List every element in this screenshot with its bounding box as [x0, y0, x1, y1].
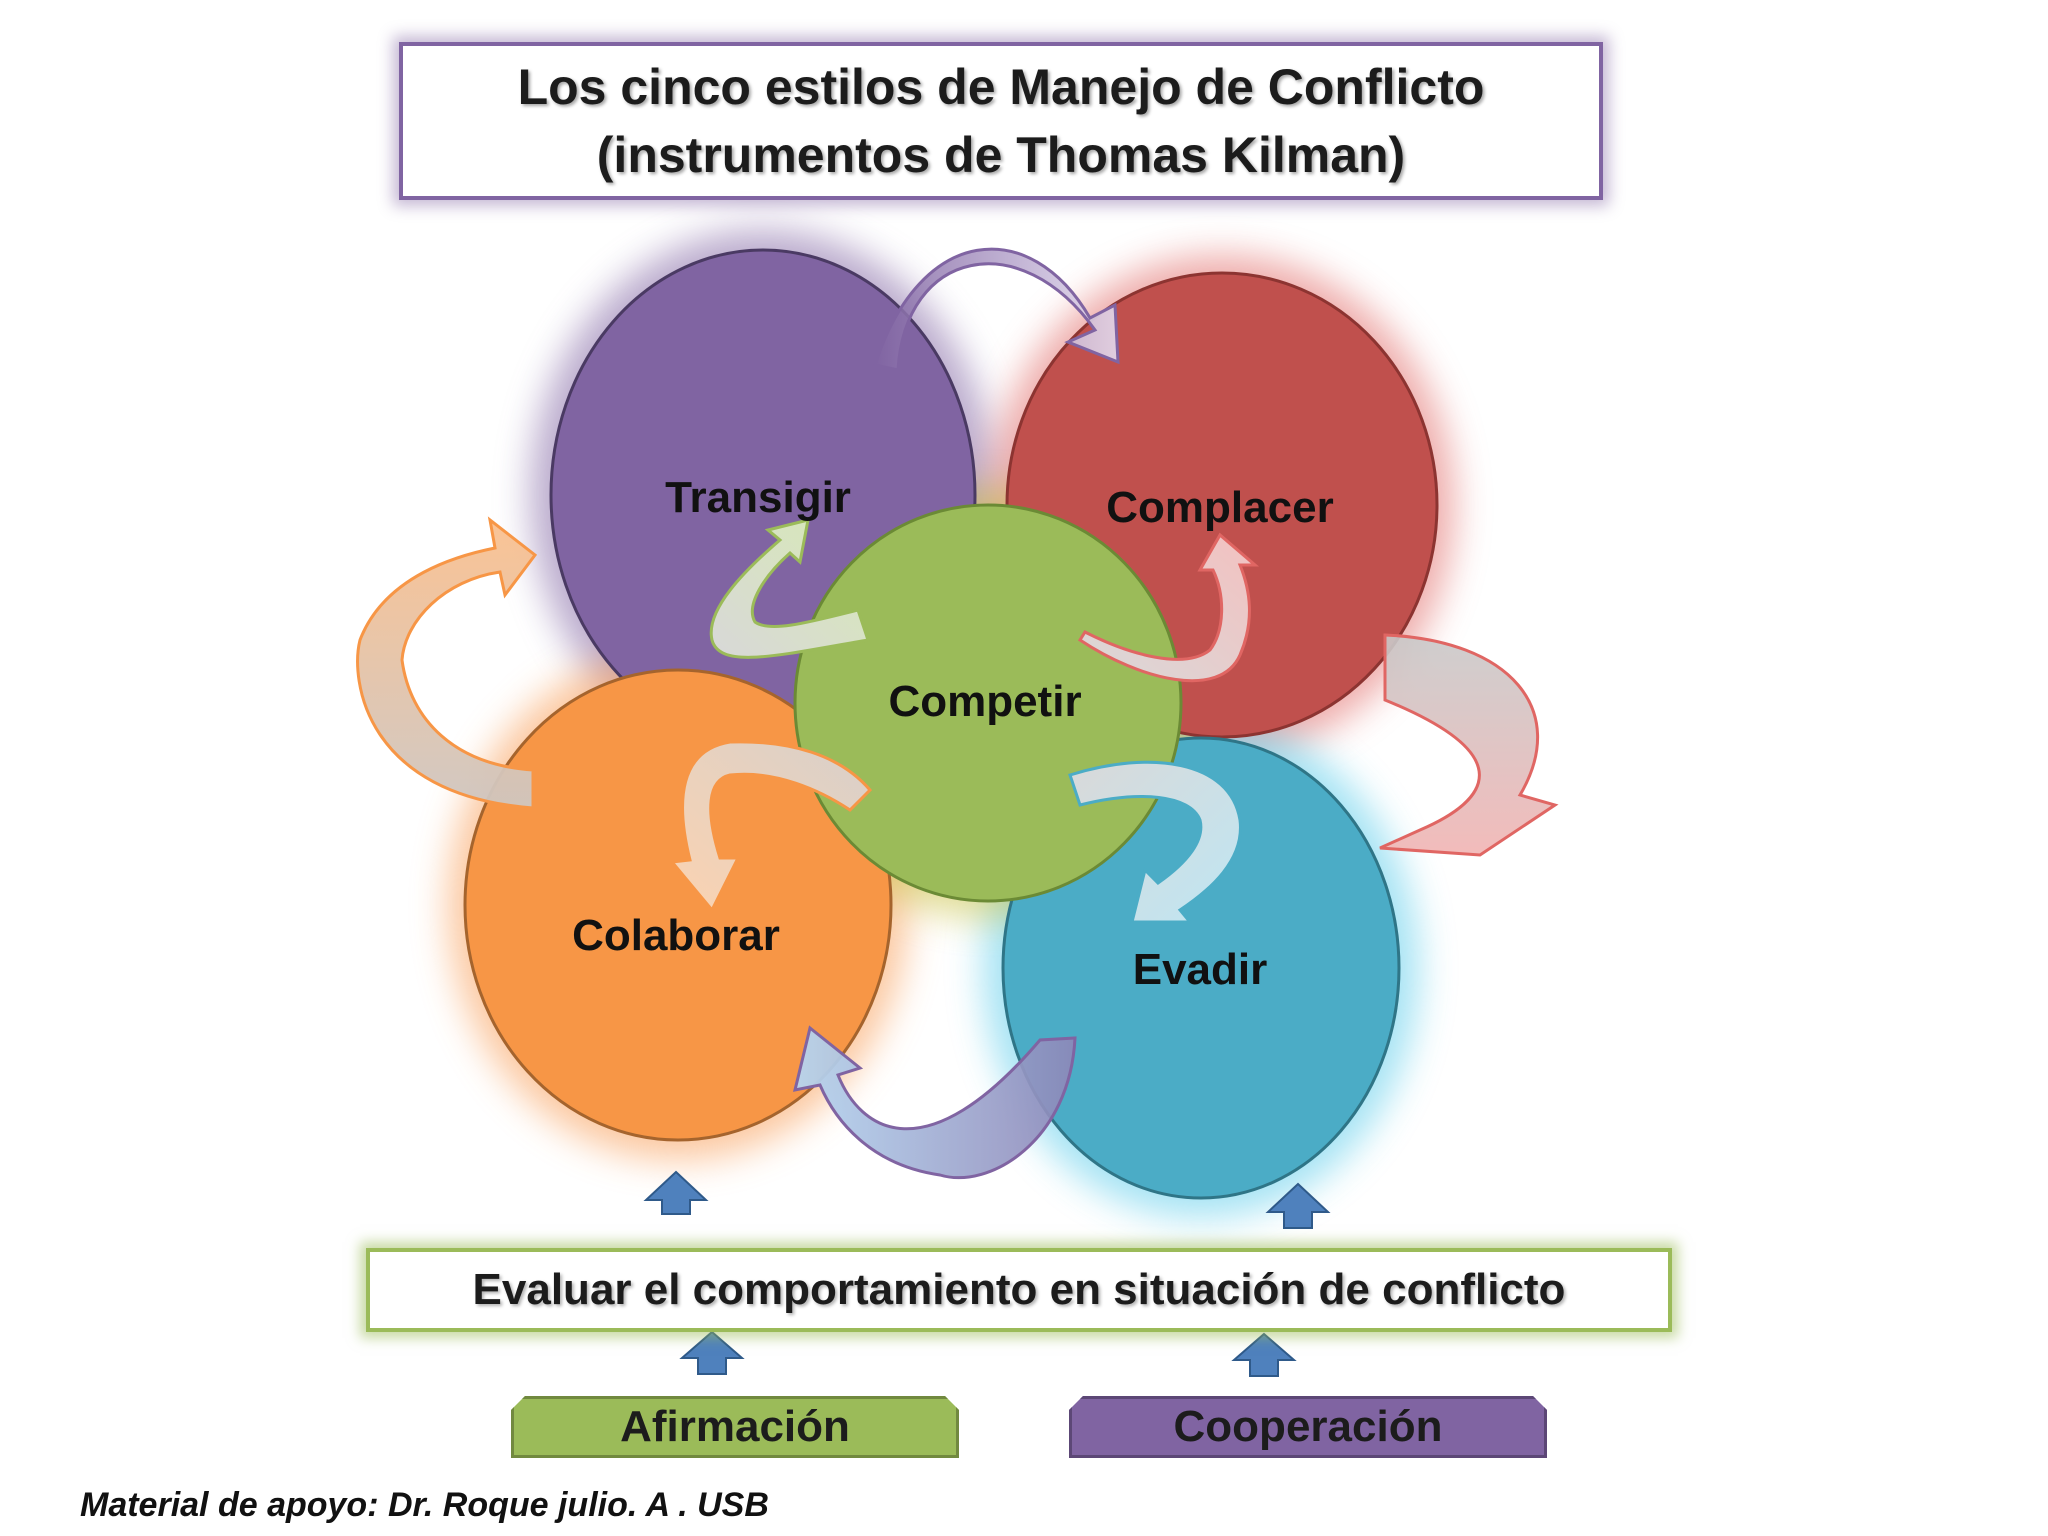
arrow-competir-to-complacer: [1077, 532, 1260, 683]
footer-credit: Material de apoyo: Dr. Roque julio. A . …: [80, 1486, 769, 1524]
transigir-label: Transigir: [665, 473, 851, 522]
arrow-colaborar-to-transigir: [356, 516, 538, 810]
title-box: Los cinco estilos de Manejo de Conflicto…: [399, 42, 1603, 200]
arrow-competir-to-transigir: [709, 517, 870, 659]
arrow-competir-to-colaborar: [669, 740, 873, 913]
arrow-competir-to-evadir: [1068, 760, 1242, 924]
up-arrow-icon: [1231, 1332, 1297, 1377]
evadir-label: Evadir: [1133, 945, 1268, 994]
up-arrow-icon: [679, 1330, 745, 1375]
evaluation-box: Evaluar el comportamiento en situación d…: [366, 1248, 1672, 1332]
colaborar-label: Colaborar: [572, 911, 780, 960]
colaborar-circle: [463, 668, 893, 1142]
complacer-label: Complacer: [1106, 483, 1333, 532]
competir-label: Competir: [888, 677, 1081, 726]
arrow-evadir-to-colaborar: [792, 1025, 1077, 1180]
afirmacion-tag: Afirmación: [511, 1396, 959, 1458]
up-arrow-icon: [643, 1170, 709, 1215]
arrow-complacer-to-evadir: [1379, 633, 1559, 857]
up-arrow-icon: [1265, 1182, 1331, 1229]
evaluation-label: Evaluar el comportamiento en situación d…: [472, 1265, 1566, 1314]
arrow-transigir-to-complacer: [873, 247, 1120, 372]
title-line-1: Los cinco estilos de Manejo de Conflicto: [517, 59, 1485, 115]
cooperacion-tag: Cooperación: [1069, 1396, 1547, 1458]
title-line-2: (instrumentos de Thomas Kilman): [596, 127, 1406, 183]
